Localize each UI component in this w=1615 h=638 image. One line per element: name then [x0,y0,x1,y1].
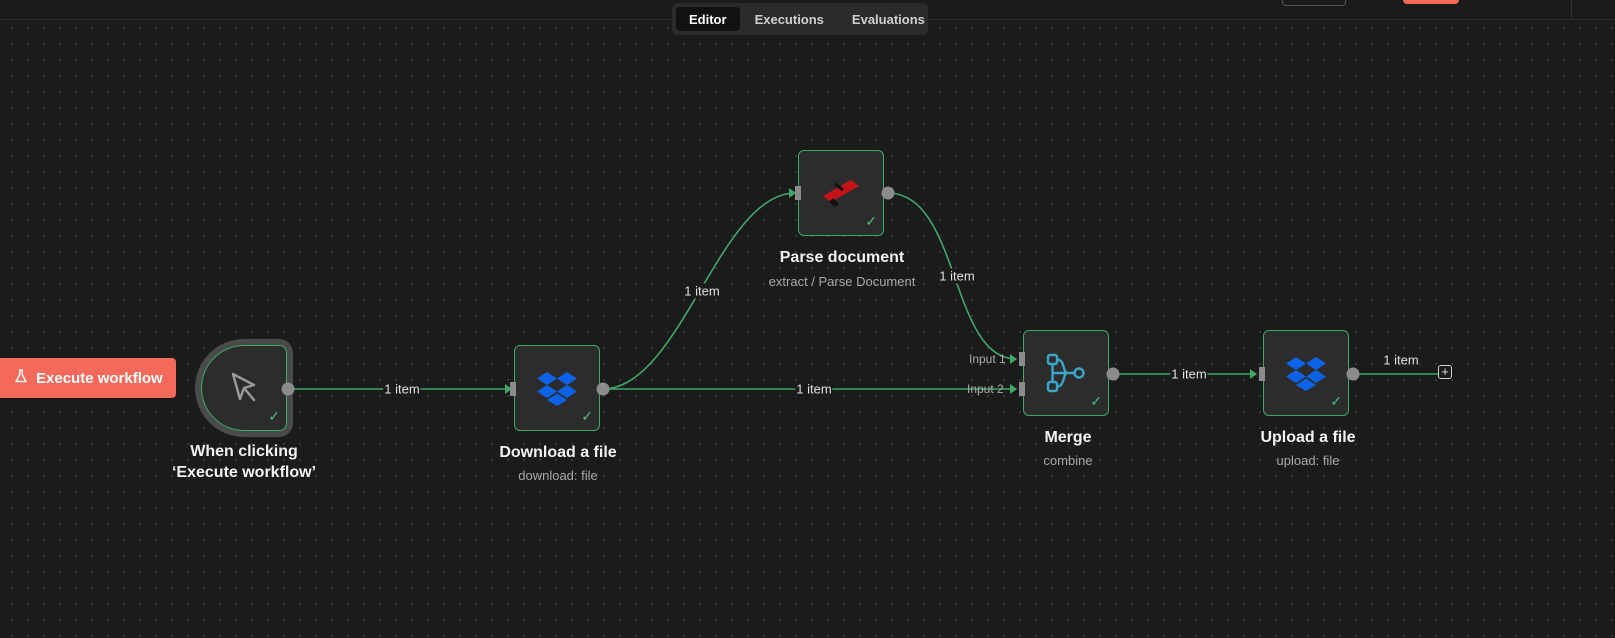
success-check-icon: ✓ [1330,393,1342,409]
dropbox-icon [515,346,599,430]
top-divider [1571,0,1572,19]
node-manual-trigger[interactable]: ✓ [201,345,287,431]
success-check-icon: ✓ [1090,393,1102,409]
connection-label: 1 item [938,268,976,284]
arrow-head [505,384,512,394]
arrow-head [1010,384,1017,394]
tab-editor[interactable]: Editor [676,7,740,31]
tab-evaluations[interactable]: Evaluations [851,11,925,27]
success-check-icon: ✓ [865,213,877,229]
output-port[interactable] [1106,367,1120,381]
flask-icon [14,369,28,387]
arrow-head [789,188,796,198]
node-title-line: ‘Execute workflow’ [171,464,317,481]
node-subtitle: combine [1043,453,1093,468]
input-port[interactable] [510,382,516,396]
arrow-head [1250,369,1257,379]
connection-label: 1 item [1170,366,1208,382]
parse-icon [799,151,883,235]
node-title-line: When clicking [190,443,298,460]
top-save-button-stub[interactable] [1403,0,1459,4]
merge-icon [1024,331,1108,415]
input-port-2[interactable] [1019,382,1025,396]
node-merge[interactable]: ✓ [1023,330,1109,416]
node-subtitle: download: file [518,468,598,483]
add-node-plus-icon[interactable]: + [1438,365,1452,379]
connection-label: 1 item [683,283,721,299]
arrow-head [1010,354,1017,364]
success-check-icon: ✓ [268,408,280,424]
node-upload-file[interactable]: ✓ [1263,330,1349,416]
execute-workflow-label: Execute workflow [36,369,163,387]
top-button-stub[interactable] [1282,0,1346,6]
connection-label: 1 item [1382,352,1420,368]
input-port[interactable] [795,186,801,200]
output-port[interactable] [881,186,895,200]
connection-label: 1 item [383,381,421,397]
execute-workflow-button[interactable]: Execute workflow [0,358,176,398]
input-port-1[interactable] [1019,352,1025,366]
output-port[interactable] [596,382,610,396]
cursor-icon [202,346,286,430]
merge-input1-label: Input 1 [969,352,1006,366]
node-title: Merge [1044,429,1092,446]
output-port[interactable] [1346,367,1360,381]
node-subtitle: extract / Parse Document [768,274,916,289]
output-port[interactable] [281,382,295,396]
merge-input2-label: Input 2 [967,382,1004,396]
connection-label: 1 item [795,381,833,397]
node-title: Download a file [499,444,617,461]
node-subtitle: upload: file [1276,453,1340,468]
node-title: Upload a file [1260,429,1356,446]
node-title: Parse document [779,249,905,266]
input-port[interactable] [1259,367,1265,381]
node-parse-document[interactable]: ✓ [798,150,884,236]
success-check-icon: ✓ [581,408,593,424]
node-title: When clicking ‘Execute workflow’ [172,441,316,483]
dropbox-icon [1264,331,1348,415]
node-download-file[interactable]: ✓ [514,345,600,431]
tab-executions[interactable]: Executions [754,11,824,27]
view-tabs: Editor Executions Evaluations [672,3,928,35]
